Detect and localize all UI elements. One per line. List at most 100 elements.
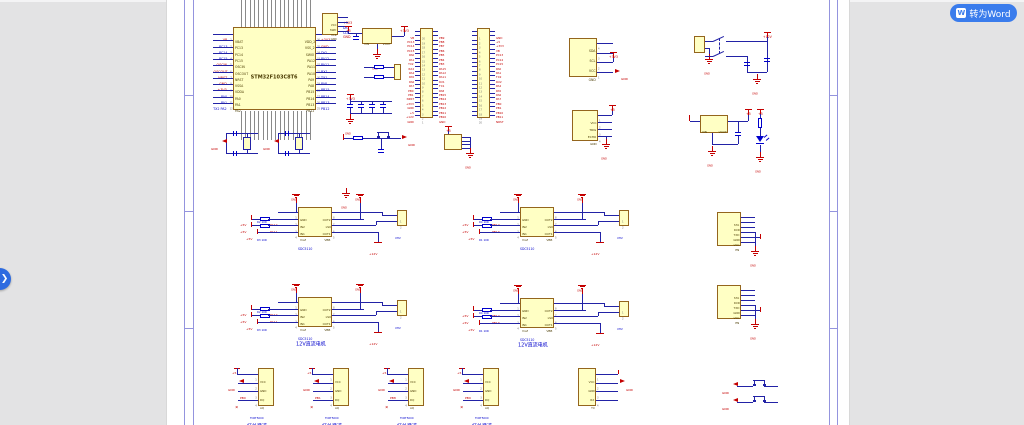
wire <box>760 233 761 239</box>
wire <box>387 136 390 138</box>
text-label: 2 <box>290 215 297 231</box>
wire <box>369 106 375 108</box>
wire <box>596 333 604 334</box>
wire <box>305 111 307 140</box>
text-label: 25 <box>317 107 321 111</box>
text-label: AQ <box>409 406 414 410</box>
text-label: RX2 <box>496 80 502 84</box>
wire <box>433 61 438 63</box>
text-label: PA7 <box>408 84 414 89</box>
wire <box>574 303 604 304</box>
wire <box>741 304 755 306</box>
text-label: VCC <box>484 380 491 384</box>
wire <box>514 193 522 195</box>
text-label: PB15 <box>439 93 447 97</box>
text-label: GND <box>228 388 235 392</box>
convert-button-label: 转为Word <box>969 9 1011 20</box>
motor-connector <box>397 300 407 316</box>
text-label: 7 <box>555 306 559 322</box>
text-label: IN1 <box>299 232 305 236</box>
text-label: 3 <box>480 396 482 400</box>
wire <box>316 59 336 61</box>
text-label: XH2 <box>617 236 623 240</box>
wire <box>741 226 755 228</box>
wire <box>463 400 483 401</box>
text-label: GND <box>576 198 583 202</box>
text-label: +5 <box>382 371 387 375</box>
wire <box>249 111 251 140</box>
wire <box>415 31 420 32</box>
wire <box>376 221 377 226</box>
wire <box>238 382 258 384</box>
wire <box>705 41 713 42</box>
wire <box>612 52 614 58</box>
text-label: GND <box>754 170 761 174</box>
wire <box>463 391 483 393</box>
text-label: PB5 <box>439 53 445 58</box>
wire <box>712 144 738 145</box>
wire <box>712 133 713 144</box>
wire <box>500 225 520 227</box>
text-label: OUT1 <box>544 323 553 327</box>
ultrasonic-hcsr04 <box>572 110 598 141</box>
wire <box>377 49 378 54</box>
barcode-scanner <box>578 368 596 406</box>
text-label: PA8 <box>439 89 445 93</box>
wire <box>462 368 463 374</box>
wire <box>383 101 384 104</box>
text-label: RX1 <box>439 80 445 84</box>
wire <box>345 196 347 198</box>
text-label: 2 <box>290 305 297 321</box>
resistor <box>758 118 762 128</box>
text-label: PC13 <box>234 46 243 51</box>
text-label: R2 10R <box>257 220 267 224</box>
wire <box>606 139 607 144</box>
wire <box>500 316 520 318</box>
wire <box>433 101 438 103</box>
text-label: 11 <box>421 77 425 81</box>
wire <box>388 382 408 384</box>
wire <box>278 315 298 317</box>
wire <box>709 152 715 154</box>
wire <box>582 288 583 295</box>
wire <box>241 111 242 140</box>
text-label: PB13 <box>306 103 315 108</box>
text-label: 1 <box>480 378 482 382</box>
wire <box>284 111 285 140</box>
wire <box>364 77 374 78</box>
text-label: GND <box>439 120 446 124</box>
wire <box>738 121 739 132</box>
wire <box>316 103 336 104</box>
expand-panel-button[interactable]: ❯ <box>0 268 11 290</box>
wire <box>338 21 348 23</box>
text-label: PC13 <box>496 53 504 58</box>
text-label: PB8 <box>390 396 396 400</box>
wire <box>829 328 838 329</box>
wire <box>613 57 614 63</box>
convert-to-word-button[interactable]: W 转为Word <box>950 4 1017 22</box>
text-label: PB0 <box>240 396 246 400</box>
wire <box>376 221 397 222</box>
wire <box>400 25 408 27</box>
text-label: TXD <box>733 233 740 237</box>
wire <box>301 0 303 27</box>
wire <box>596 400 618 401</box>
wire <box>490 44 495 46</box>
text-label: 2 <box>512 306 519 322</box>
text-label: 8 <box>421 91 423 94</box>
text-label: 4 <box>597 404 599 408</box>
text-label: +5 <box>307 371 312 375</box>
text-label: 2 <box>421 117 423 121</box>
text-label: +3V3 <box>406 102 414 106</box>
text-label: PA4 <box>496 84 502 89</box>
text-label: +5 <box>409 111 414 115</box>
text-label: 8 <box>333 298 337 314</box>
text-label: GND <box>299 308 307 313</box>
text-label: 3 <box>512 222 519 238</box>
wire <box>490 115 495 116</box>
text-label: 14 <box>421 64 425 68</box>
wire <box>342 193 350 194</box>
wire <box>738 136 739 144</box>
wire <box>554 218 574 220</box>
wire <box>312 368 313 374</box>
